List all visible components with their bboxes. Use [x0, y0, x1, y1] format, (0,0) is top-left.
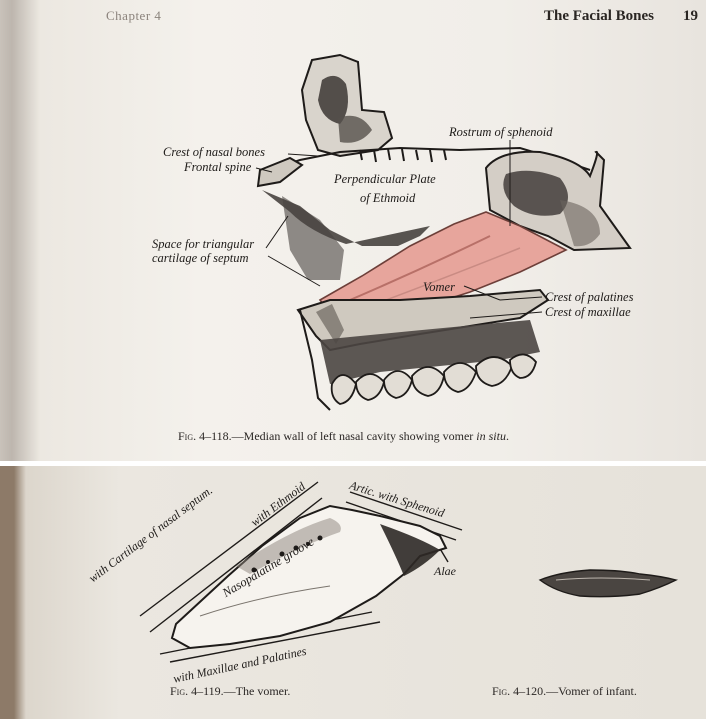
label-space-triangular-1: Space for triangular [152, 237, 254, 252]
figure-118-caption-end: . [506, 429, 509, 443]
figure-118-number: Fig. 4–118. [178, 429, 232, 443]
figure-119-number: Fig. 4–119. [170, 684, 224, 698]
figure-120-caption-text: —Vomer of infant. [546, 684, 637, 698]
label-perpendicular-plate-1: Perpendicular Plate [334, 172, 436, 187]
figure-119-drawing [0, 466, 706, 719]
label-crest-maxillae: Crest of maxillae [545, 305, 631, 320]
figure-119-caption: Fig. 4–119.—The vomer. [170, 684, 290, 699]
figure-119-caption-text: —The vomer. [224, 684, 291, 698]
figure-118-drawing [0, 0, 706, 461]
label-alae: Alae [434, 564, 456, 579]
label-vomer: Vomer [423, 280, 455, 295]
label-crest-nasal-bones: Crest of nasal bones [163, 145, 265, 160]
figure-118-caption: Fig. 4–118.—Median wall of left nasal ca… [178, 429, 509, 444]
figure-120-number: Fig. 4–120. [492, 684, 546, 698]
page-photo-top: Chapter 4 The Facial Bones 19 [0, 0, 706, 461]
figure-120-caption: Fig. 4–120.—Vomer of infant. [492, 684, 637, 699]
page-photo-bottom: with Cartilage of nasal septum. with Eth… [0, 466, 706, 719]
figure-118-caption-italic: in situ [476, 429, 506, 443]
label-perpendicular-plate-2: of Ethmoid [360, 191, 415, 206]
label-space-triangular-2: cartilage of septum [152, 251, 249, 266]
label-crest-palatines: Crest of palatines [545, 290, 633, 305]
label-rostrum-sphenoid: Rostrum of sphenoid [449, 125, 552, 140]
infant-vomer-shape [540, 570, 676, 597]
figure-118-caption-text: —Median wall of left nasal cavity showin… [232, 429, 474, 443]
label-frontal-spine: Frontal spine [184, 160, 251, 175]
